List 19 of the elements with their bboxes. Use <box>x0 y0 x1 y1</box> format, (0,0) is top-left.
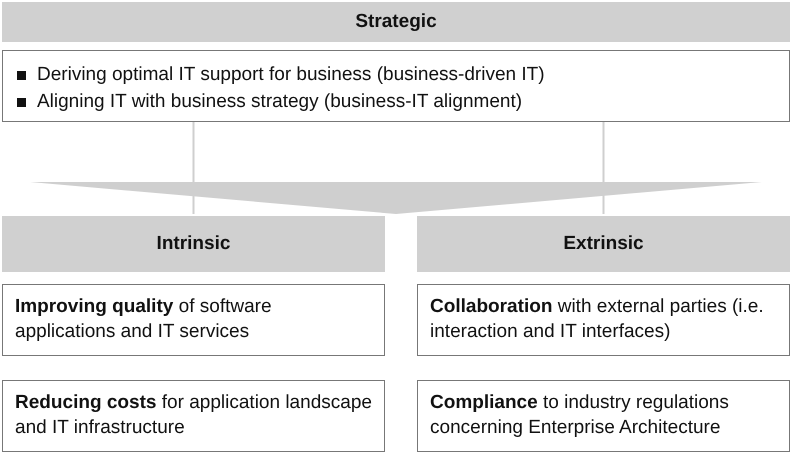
description-text: Reducing costs for application landscape and IT infrastructure <box>15 391 372 440</box>
text-box <box>2 284 385 356</box>
chevron-arrow <box>396 122 762 214</box>
bullet-item: Aligning IT with business strategy (business-IT alignment) <box>15 90 777 114</box>
text-box <box>2 380 385 452</box>
heading: Intrinsic <box>156 233 230 255</box>
text-box <box>2 50 790 122</box>
description-text: Collaboration with external parties (i.e. interaction and IT interfaces) <box>430 295 765 344</box>
description-text: Compliance to industry regulations concerning Enterprise Architecture <box>430 391 730 440</box>
header-band <box>2 2 790 42</box>
chevron-arrow <box>30 122 396 214</box>
heading: Strategic <box>355 11 437 33</box>
text-box <box>417 284 790 356</box>
header-band <box>2 216 385 272</box>
bullet-item: Deriving optimal IT support for business (business-driven IT) <box>15 63 777 88</box>
text-box <box>417 380 790 452</box>
description-text: Improving quality of software applications and IT services <box>15 295 273 344</box>
header-band <box>417 216 790 272</box>
heading: Extrinsic <box>563 233 644 255</box>
